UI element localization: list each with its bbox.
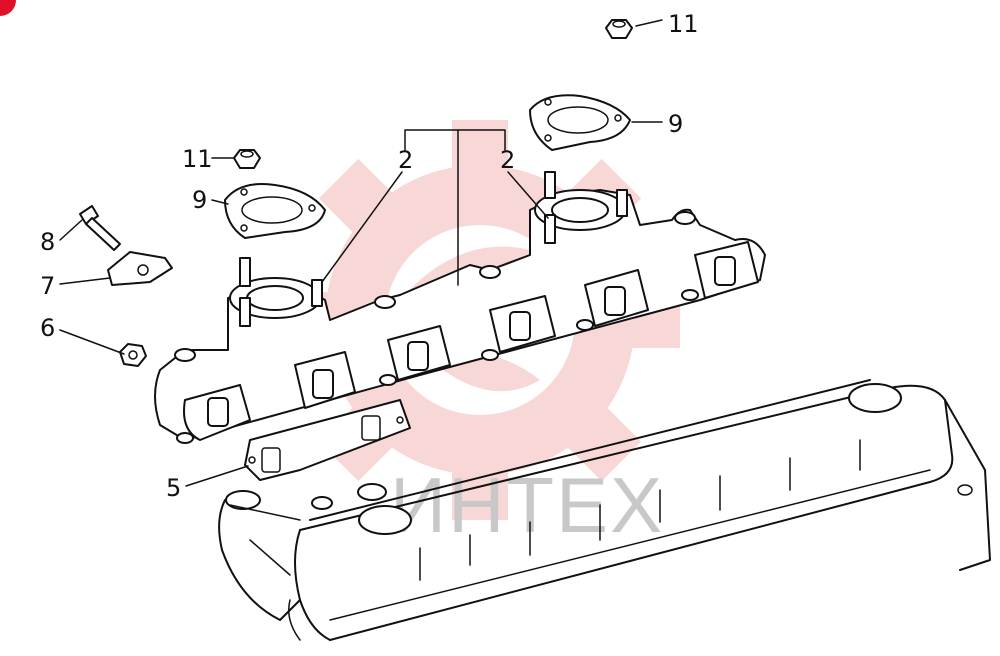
nut-left (233, 149, 261, 169)
callout-9-right: 9 (668, 110, 683, 138)
flange-gasket-right (529, 94, 631, 151)
callout-7: 7 (40, 272, 55, 300)
bolt (79, 205, 121, 251)
callout-11-left: 11 (182, 145, 213, 173)
callout-8: 8 (40, 228, 55, 256)
nut-small (119, 343, 147, 367)
callout-11-top: 11 (668, 10, 699, 38)
callout-2-left: 2 (398, 146, 413, 174)
flange-gasket-left (224, 183, 326, 239)
callout-9-left: 9 (192, 186, 207, 214)
callout-5: 5 (166, 474, 181, 502)
nut-top (605, 19, 633, 39)
callout-6: 6 (40, 314, 55, 342)
corner-marker-icon (0, 0, 16, 16)
manifold-gasket (244, 399, 411, 481)
bracket (107, 251, 173, 286)
exhaust-manifold (154, 171, 766, 444)
callout-2-right: 2 (500, 146, 515, 174)
cylinder-head (218, 379, 991, 641)
leader-lines (59, 19, 663, 487)
